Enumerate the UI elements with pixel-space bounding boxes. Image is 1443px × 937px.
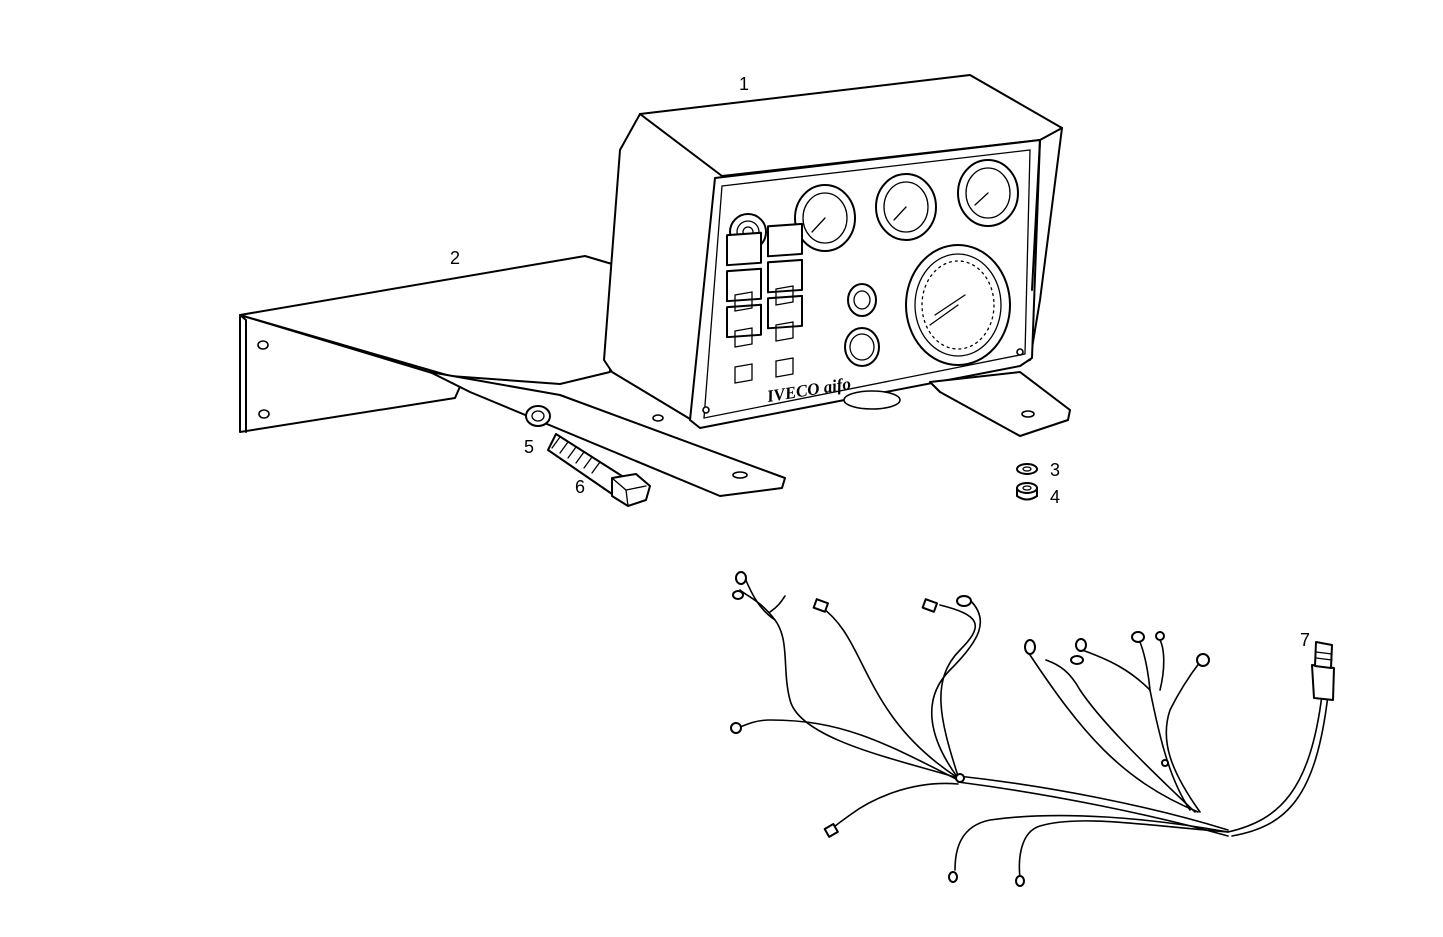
push-button-icon — [844, 327, 880, 367]
callout-1: 1 — [739, 74, 749, 94]
callout-6: 6 — [575, 477, 585, 497]
gauge-3-icon — [957, 159, 1019, 227]
gauge-2-icon — [875, 173, 937, 241]
gauge-1-icon — [794, 184, 856, 252]
spacer-icon — [525, 405, 551, 427]
wiring-harness — [730, 571, 1335, 887]
warning-lights — [726, 222, 803, 384]
callout-5: 5 — [524, 437, 534, 457]
callout-2: 2 — [450, 248, 460, 268]
callout-4: 4 — [1050, 487, 1060, 507]
tachometer-icon — [905, 244, 1011, 366]
callout-3: 3 — [1050, 460, 1060, 480]
terminal-connectors — [730, 571, 1210, 887]
washer-icon — [1016, 463, 1038, 475]
callout-7: 7 — [1300, 630, 1310, 650]
indicator-lamp-icon — [847, 283, 877, 317]
instrument-panel: IVECO aifo — [603, 74, 1071, 437]
mounting-bracket — [239, 255, 786, 497]
bolt-icon — [547, 433, 651, 507]
nut-icon — [1016, 482, 1038, 501]
